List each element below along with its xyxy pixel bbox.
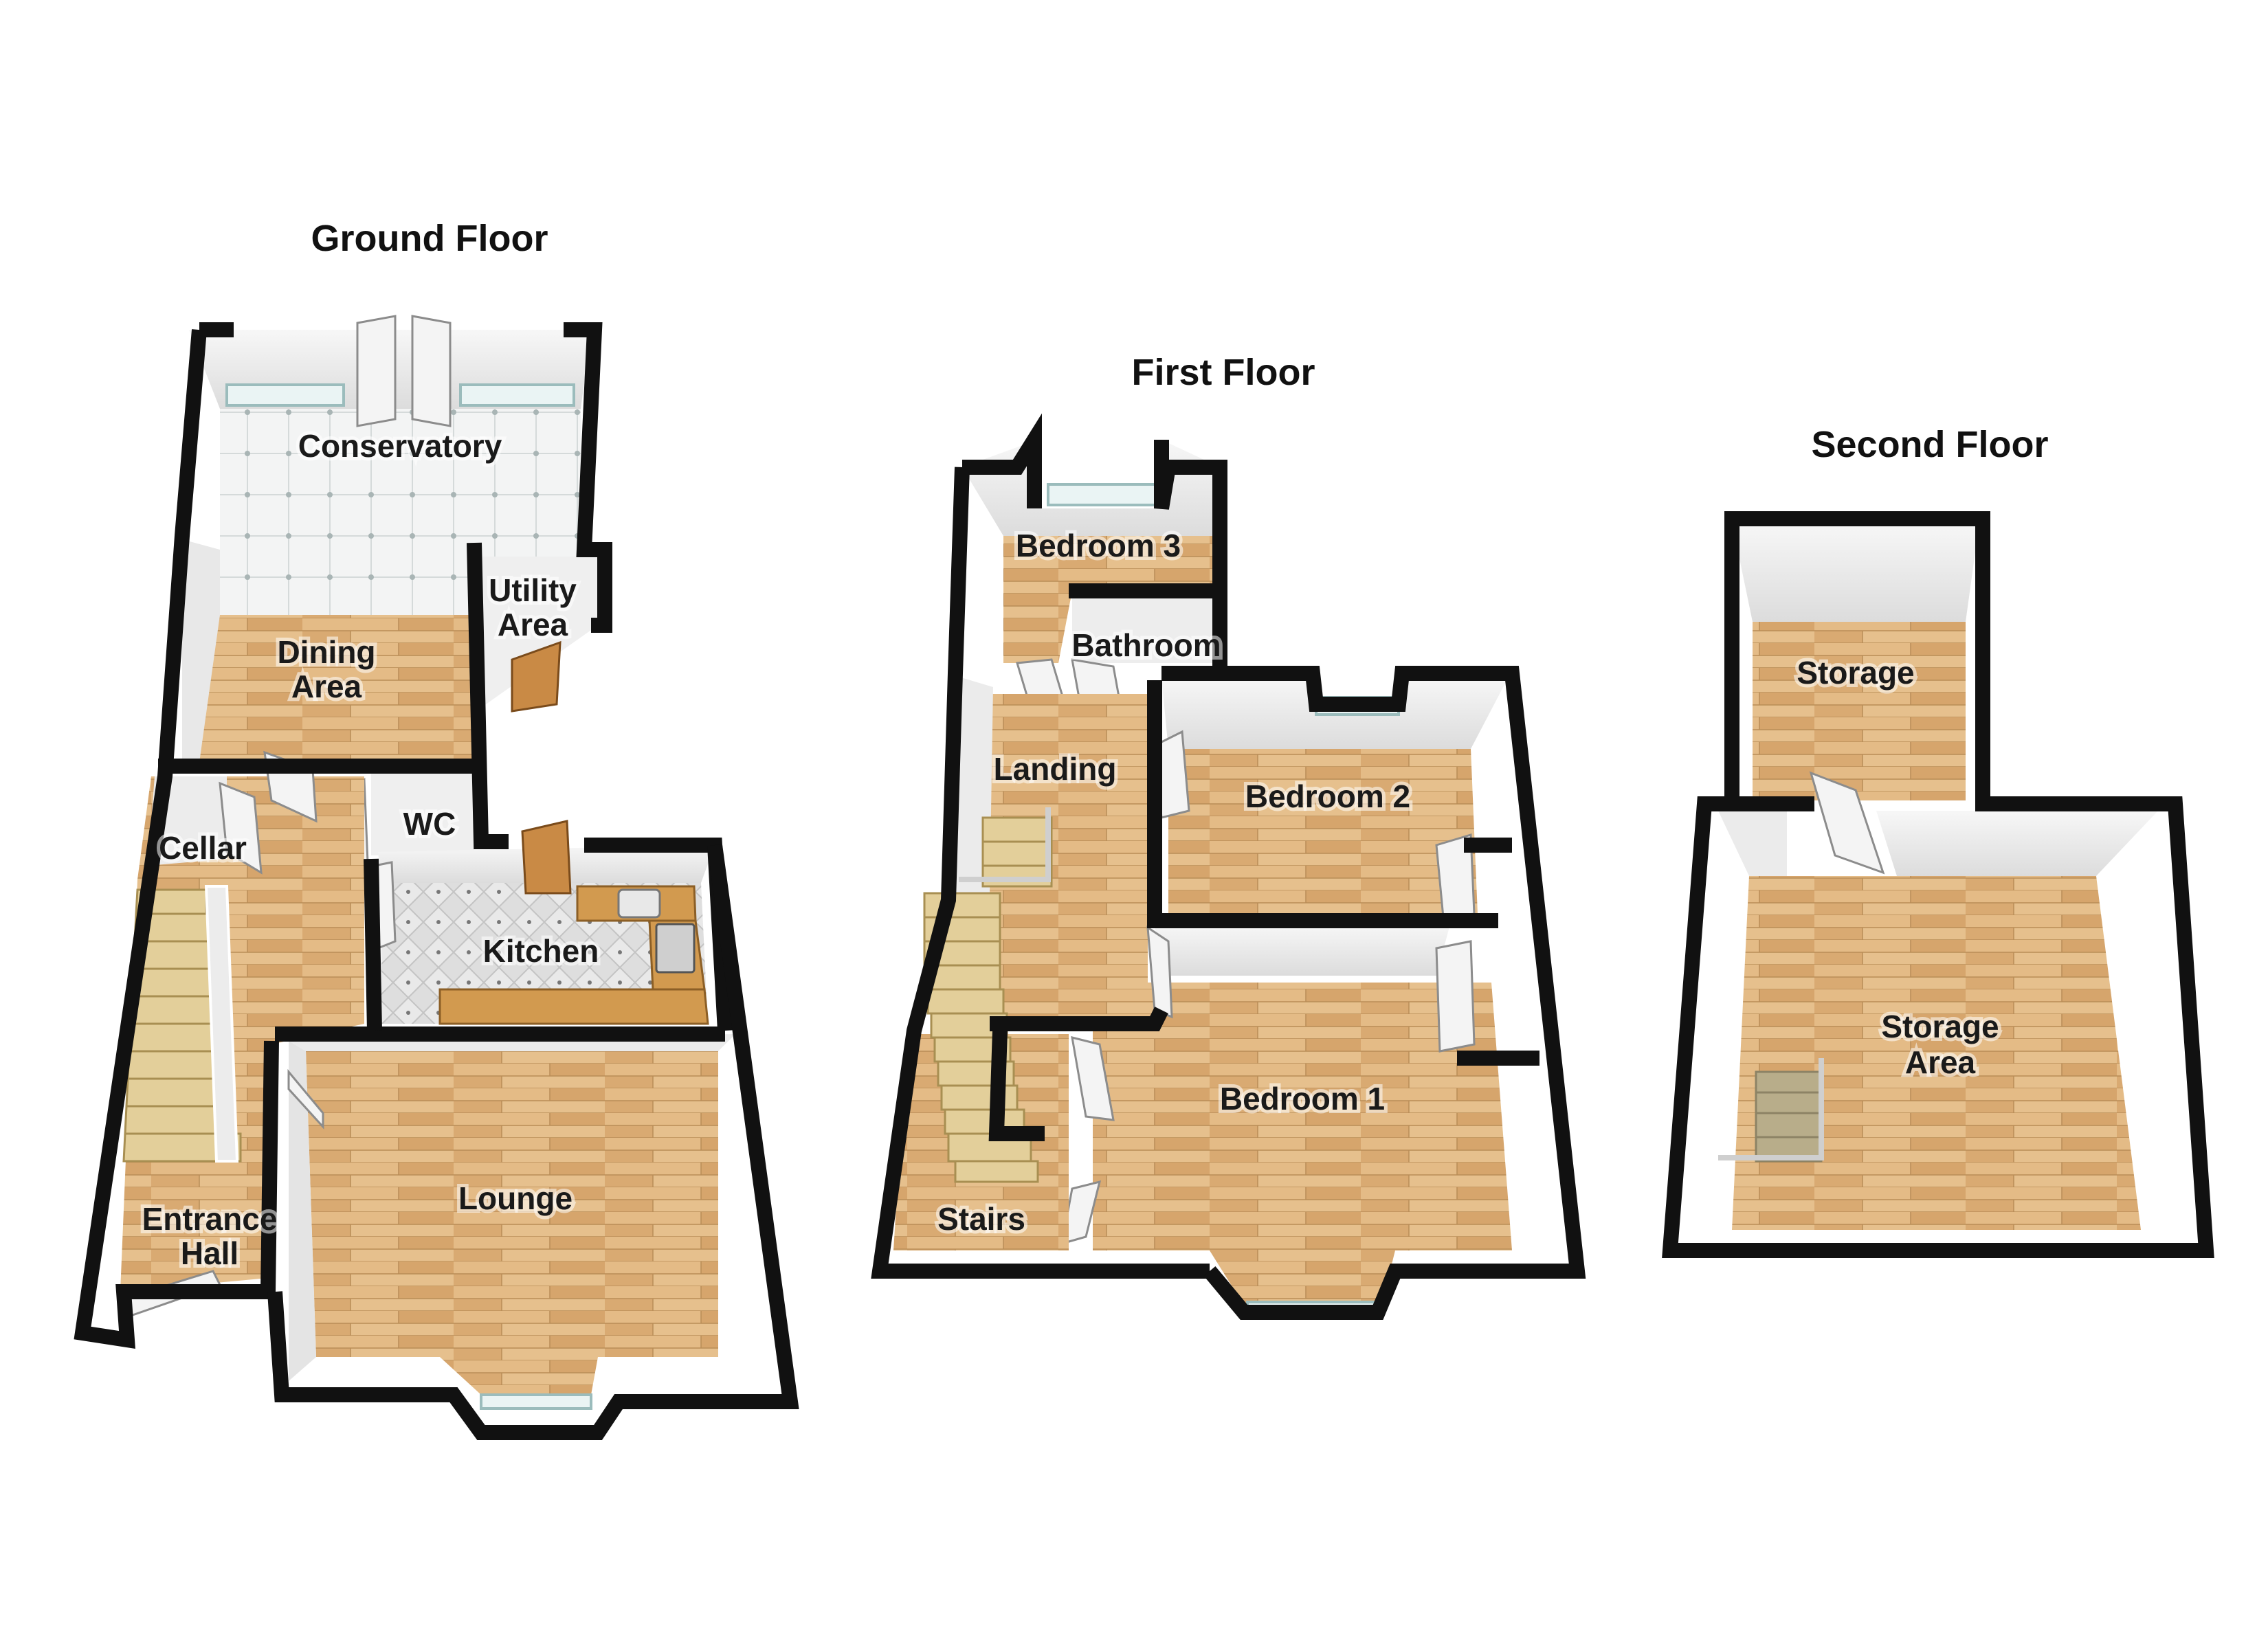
label-dining-line2: Area xyxy=(291,669,362,704)
lounge-bay xyxy=(440,1357,598,1395)
bedroom1-door xyxy=(1146,926,1173,1019)
lounge-bay-window xyxy=(480,1393,592,1410)
utility-door xyxy=(511,640,562,713)
first-stair-step xyxy=(954,1160,1039,1183)
conservatory-window-left xyxy=(225,383,345,407)
utility-area-floor xyxy=(481,557,598,708)
label-dining-line1: Dining xyxy=(277,634,375,670)
label-cellar: Cellar xyxy=(159,830,247,866)
second-floor-staircase xyxy=(1718,1058,1824,1163)
label-landing: Landing xyxy=(994,751,1117,787)
conservatory-french-door-left xyxy=(356,315,397,427)
cellar-door xyxy=(219,781,263,875)
bathroom-floor xyxy=(1072,591,1220,663)
first-bedroom3-wall xyxy=(962,413,1042,508)
ground-stair-step xyxy=(128,1022,225,1053)
storage-wall-shade xyxy=(1732,522,1979,622)
first-stair-step xyxy=(940,1084,1019,1111)
label-wc: WC xyxy=(403,806,456,842)
ground-outer-wall xyxy=(74,329,279,1349)
bedroom1-wall-shade xyxy=(1155,924,1450,976)
label-bathroom: Bathroom xyxy=(1071,627,1221,663)
kitchen-back-door xyxy=(521,820,572,895)
first-stair-banister xyxy=(959,807,1051,882)
first-bedroom2-wall xyxy=(1161,666,1586,1320)
bedroom1-bay xyxy=(1210,1250,1395,1305)
first-stair-step xyxy=(981,816,1053,843)
label-utility-line2: Area xyxy=(498,607,568,642)
bedroom1-cupboard-door xyxy=(1435,940,1476,1053)
first-stairs-top xyxy=(959,807,1053,888)
lounge-door xyxy=(287,1068,324,1130)
bedroom1-floor xyxy=(1093,983,1512,1250)
first-stair-step xyxy=(923,892,1001,919)
first-stair-step xyxy=(926,988,1005,1015)
bedroom2-floor xyxy=(1168,749,1478,914)
kitchen-sink xyxy=(617,888,661,919)
first-interior-wall-bed1 xyxy=(990,1007,1168,1031)
ground-right-wall xyxy=(267,844,799,1440)
ground-stair-step xyxy=(129,995,221,1025)
second-stair-step xyxy=(1755,1070,1823,1094)
first-stair-step xyxy=(981,864,1053,888)
label-kitchen: Kitchen xyxy=(483,933,599,969)
label-bedroom2: Bedroom 2 xyxy=(1245,778,1410,814)
label-conservatory: Conservatory xyxy=(298,428,502,464)
bedroom3-window xyxy=(1047,483,1159,506)
ground-utility-wall xyxy=(467,542,509,849)
label-storage-area-line2: Area xyxy=(1905,1044,1976,1080)
conservatory-french-door-right xyxy=(411,315,452,427)
kitchen-hob xyxy=(655,923,696,974)
label-utility-line1: Utility xyxy=(489,572,577,608)
label-storage-area-line1: Storage xyxy=(1881,1009,1999,1044)
label-entrance-line2: Hall xyxy=(181,1235,238,1271)
second-stair-step xyxy=(1755,1091,1823,1114)
dining-wall-shade xyxy=(182,539,220,763)
first-floor-staircase xyxy=(893,892,1069,1250)
second-floor: Second Floor Storage Storage Area xyxy=(1662,424,2214,1258)
ground-floor-title: Ground Floor xyxy=(311,218,548,259)
storage-area-floor xyxy=(1732,876,2141,1230)
label-bedroom1: Bedroom 1 xyxy=(1220,1081,1385,1117)
stair-wall xyxy=(204,885,239,1163)
first-stair-step xyxy=(981,840,1053,867)
label-stairs: Stairs xyxy=(937,1201,1025,1237)
first-floor: First Floor xyxy=(871,352,1586,1320)
label-storage: Storage xyxy=(1797,655,1914,691)
lounge-left-wall-shade xyxy=(289,1041,316,1381)
storage-area-wall-shade-right xyxy=(1876,811,2158,876)
ground-kitchen-left-wall xyxy=(364,858,382,1031)
ground-floor: Ground Floor xyxy=(74,218,799,1440)
landing-floor xyxy=(990,694,1148,1024)
ground-stair-step xyxy=(131,967,218,998)
first-interior-wall-bed2 xyxy=(1147,680,1498,928)
bedroom1-stairs-door xyxy=(1071,1035,1115,1121)
dining-area-floor xyxy=(199,615,474,763)
ground-stair-step xyxy=(122,1132,242,1163)
storage-door xyxy=(1809,771,1885,875)
bedroom3-floor xyxy=(1003,536,1220,663)
first-floor-title: First Floor xyxy=(1132,352,1315,393)
first-interior-wall-stairs xyxy=(988,1030,1045,1141)
storage-area-wall-shade xyxy=(1718,811,1787,876)
second-stair-banister xyxy=(1718,1058,1824,1160)
second-floor-title: Second Floor xyxy=(1811,424,2048,465)
label-lounge: Lounge xyxy=(458,1180,572,1216)
storage-floor xyxy=(1753,622,1966,800)
label-bedroom3: Bedroom 3 xyxy=(1016,528,1181,563)
wc-floor xyxy=(371,773,474,855)
ground-conservatory-wall-right xyxy=(564,322,612,633)
conservatory-window-right xyxy=(459,383,575,407)
first-outer-wall-left xyxy=(871,467,1210,1279)
label-entrance-line1: Entrance xyxy=(142,1201,278,1237)
second-outer-wall-storage xyxy=(1662,511,2214,1258)
second-stair-step xyxy=(1755,1112,1823,1138)
kitchen-counter-front xyxy=(438,988,709,1025)
lounge-floor xyxy=(306,1051,718,1357)
